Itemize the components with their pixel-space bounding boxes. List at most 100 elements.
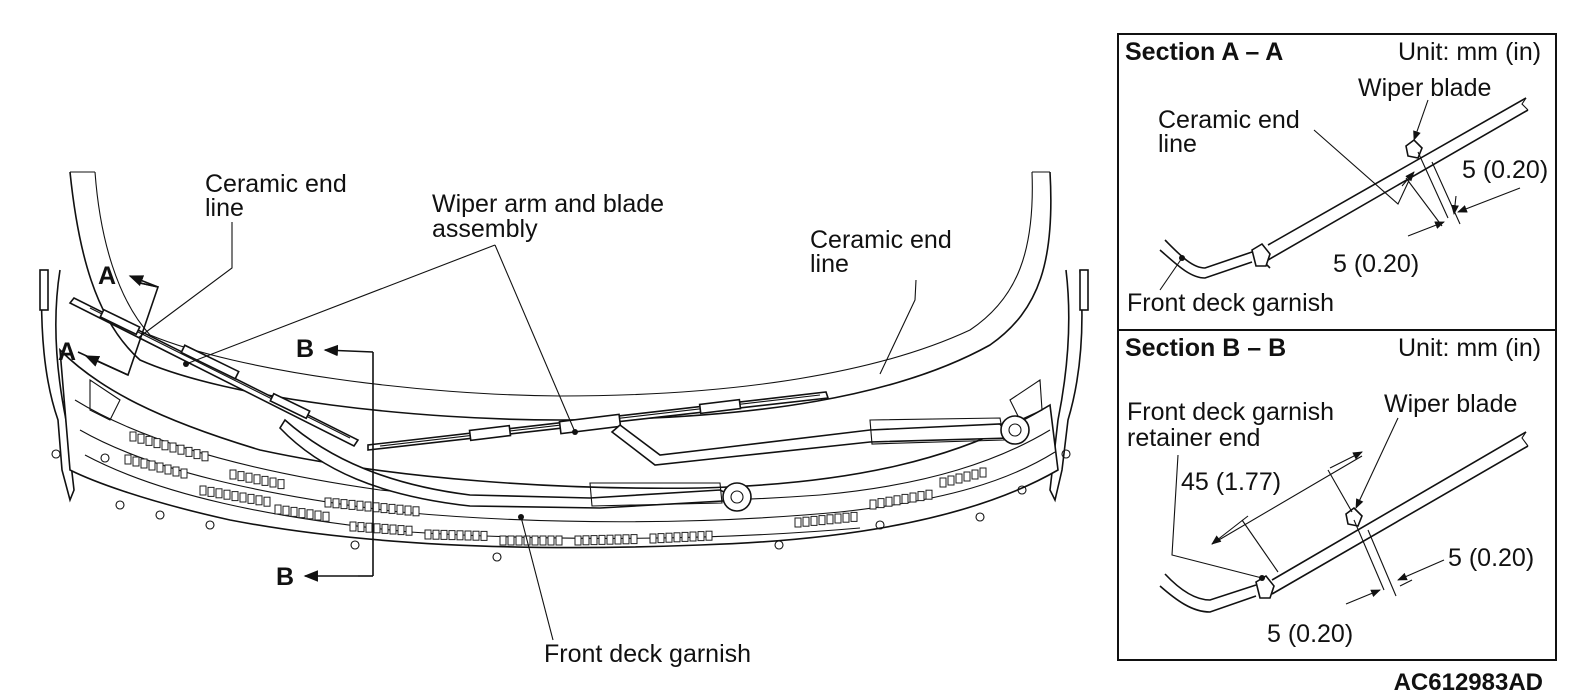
vent-slot xyxy=(689,531,697,542)
vent-slot xyxy=(834,513,842,524)
vent-slot xyxy=(472,530,480,541)
section-a-ceramic-leader xyxy=(1313,129,1413,205)
vent-slot xyxy=(274,504,282,515)
vent-slot xyxy=(177,444,185,455)
vent-slot xyxy=(229,469,237,480)
vent-slot xyxy=(598,534,606,545)
section-a-panel: Section A – A Unit: mm (in) Wiper blade … xyxy=(1125,38,1548,317)
vent-slot xyxy=(901,493,909,504)
section-panel-frame xyxy=(1117,33,1557,661)
vent-slot xyxy=(245,472,253,483)
wiper-assembly-leader-right xyxy=(494,244,576,433)
wiper-assembly-label: Wiper arm and blade assembly xyxy=(432,190,671,243)
vent-slot xyxy=(404,505,412,516)
vent-slot xyxy=(705,530,713,541)
vent-slot xyxy=(153,438,161,449)
vent-slot xyxy=(673,532,681,543)
right-pillar xyxy=(1049,269,1083,503)
vent-slot xyxy=(810,515,818,526)
vent-slot xyxy=(365,522,373,533)
vent-slot xyxy=(145,435,153,446)
section-b-unit: Unit: mm (in) xyxy=(1398,334,1541,362)
vent-slot xyxy=(277,479,285,490)
vent-slot xyxy=(380,503,388,514)
vent-slot xyxy=(955,473,963,484)
wiper-assembly-leader-left xyxy=(185,244,496,365)
vent-slot xyxy=(169,442,177,453)
vent-slot xyxy=(231,491,239,502)
vent-slot xyxy=(172,466,180,477)
vent-slot xyxy=(480,530,488,541)
vent-slot xyxy=(657,533,665,544)
section-a-upper-marker: A xyxy=(98,262,116,290)
vent-slot xyxy=(357,522,365,533)
section-b-retainer-label: Front deck garnish retainer end xyxy=(1127,398,1341,452)
vent-slot xyxy=(364,501,372,512)
vent-slot xyxy=(237,471,245,482)
ceramic-right-leader xyxy=(879,279,917,375)
ventilation-slots xyxy=(124,431,987,546)
vent-slot xyxy=(396,504,404,515)
vent-slot xyxy=(193,449,201,460)
vent-slot xyxy=(124,454,132,465)
vent-slot xyxy=(253,474,261,485)
vent-slot xyxy=(826,514,834,525)
vent-slot xyxy=(132,456,140,467)
vent-slot xyxy=(432,529,440,540)
section-a-garnish-profile xyxy=(1164,239,1271,269)
vent-slot xyxy=(539,535,547,546)
vent-slot xyxy=(356,500,364,511)
vent-slot xyxy=(499,535,507,546)
vent-slot xyxy=(448,530,456,541)
section-a-blade-clip xyxy=(1405,138,1423,159)
vent-slot xyxy=(389,524,397,535)
vent-slot xyxy=(842,512,850,523)
vent-slot xyxy=(794,517,802,528)
vent-slot xyxy=(298,508,306,519)
section-a-garnish-leader xyxy=(1159,257,1183,291)
main-view: A A B B Ceramic end line Wiper arm and b… xyxy=(39,170,1089,668)
section-b-wiper-blade-label: Wiper blade xyxy=(1384,390,1517,418)
vent-slot xyxy=(971,469,979,480)
vent-slot xyxy=(349,521,357,532)
vent-slot xyxy=(373,523,381,534)
front-deck-garnish-body xyxy=(59,347,1059,549)
section-b-dim-right: 5 (0.20) xyxy=(1448,544,1534,572)
section-b-dim-bottom: 5 (0.20) xyxy=(1267,620,1353,648)
vent-slot xyxy=(223,489,231,500)
section-b-panel: Section B – B Unit: mm (in) Front deck g… xyxy=(1125,334,1541,648)
vent-slot xyxy=(148,460,156,471)
vent-slot xyxy=(939,477,947,488)
section-b-blade-clip xyxy=(1345,506,1363,527)
right-pivot xyxy=(1000,415,1030,445)
section-b-retainer-leader xyxy=(1171,454,1263,579)
section-a-unit: Unit: mm (in) xyxy=(1398,38,1541,66)
vent-slot xyxy=(947,475,955,486)
vent-slot xyxy=(263,496,271,507)
section-a-wiper-blade-label: Wiper blade xyxy=(1358,74,1491,102)
front-deck-garnish-label: Front deck garnish xyxy=(544,640,751,668)
vent-slot xyxy=(185,446,193,457)
vent-slot xyxy=(412,506,420,517)
vent-slot xyxy=(440,529,448,540)
vent-slot xyxy=(332,498,340,509)
vent-slot xyxy=(649,533,657,544)
section-a-title: Section A – A xyxy=(1125,38,1283,66)
vent-slot xyxy=(348,499,356,510)
vent-slot xyxy=(818,515,826,526)
vent-slot xyxy=(574,535,582,546)
vent-slot xyxy=(963,471,971,482)
vent-slot xyxy=(405,525,413,536)
section-a-lower-marker: A xyxy=(58,338,76,366)
vent-slot xyxy=(885,496,893,507)
garnish-leader xyxy=(520,516,554,641)
vent-slot xyxy=(282,505,290,516)
section-b-upper-marker: B xyxy=(296,335,314,363)
vent-slot xyxy=(372,502,380,513)
vent-slot xyxy=(424,529,432,540)
vent-slot xyxy=(199,485,207,496)
vent-slot xyxy=(207,486,215,497)
section-a-ceramic-label: Ceramic end line xyxy=(1158,106,1307,158)
vent-slot xyxy=(201,451,209,462)
